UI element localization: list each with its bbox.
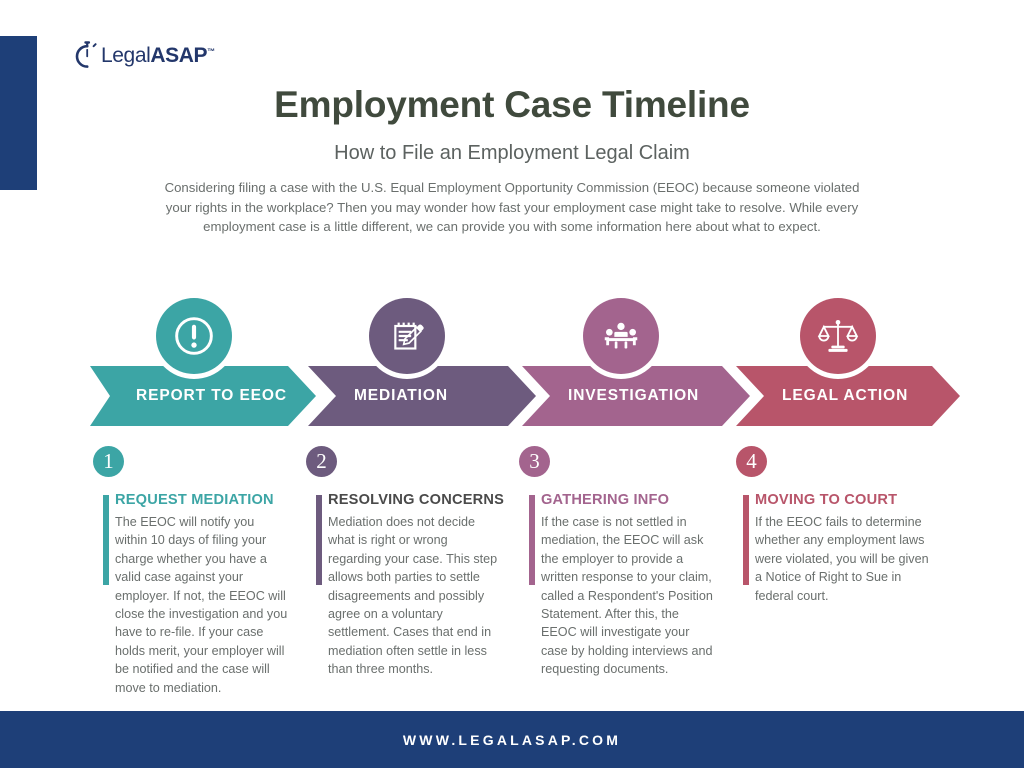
meeting-table-icon: [583, 298, 659, 374]
step-number-badge-4: 4: [736, 446, 767, 477]
step-column-2: RESOLVING CONCERNS Mediation does not de…: [316, 492, 505, 679]
notepad-pencil-icon: [369, 298, 445, 374]
legalasap-logo: LegalASAP™: [74, 40, 215, 70]
timeline-band: REPORT TO EEOC MEDIATION: [0, 298, 1024, 433]
navy-accent-block: [0, 36, 37, 190]
column-accent-bar-1: [103, 495, 109, 585]
footer-website[interactable]: WWW.LEGALASAP.COM: [402, 731, 622, 748]
logo-text-light: Legal: [101, 43, 151, 67]
step-heading-3: GATHERING INFO: [541, 492, 670, 508]
chevron-label-3: INVESTIGATION: [568, 387, 700, 404]
step-heading-1: REQUEST MEDIATION: [115, 492, 274, 508]
step-icon-wrap-1: [156, 298, 232, 374]
page-subtitle: How to File an Employment Legal Claim: [334, 142, 690, 164]
step-body-3: If the case is not settled in mediation,…: [541, 515, 713, 677]
page-title: Employment Case Timeline: [274, 84, 750, 125]
step-body-2: Mediation does not decide what is right …: [328, 515, 498, 677]
logo-wordmark: LegalASAP™: [101, 45, 215, 66]
trademark-symbol: ™: [207, 46, 215, 56]
logo-text-bold: ASAP: [150, 43, 208, 67]
column-accent-bar-2: [316, 495, 322, 585]
scales-of-justice-icon: [800, 298, 876, 374]
stopwatch-icon: [74, 41, 100, 69]
step-body-4: If the EEOC fails to determine whether a…: [755, 515, 929, 603]
intro-paragraph: Considering filing a case with the U.S. …: [164, 180, 860, 234]
exclamation-circle-icon: [156, 298, 232, 374]
chevron-label-2: MEDIATION: [354, 387, 448, 404]
step-heading-4: MOVING TO COURT: [755, 492, 898, 508]
step-icon-wrap-3: [583, 298, 659, 374]
step-icon-wrap-4: [800, 298, 876, 374]
chevron-step-3: INVESTIGATION: [522, 366, 750, 426]
chevron-step-4: LEGAL ACTION: [736, 366, 960, 426]
step-number-badge-1: 1: [93, 446, 124, 477]
step-column-4: MOVING TO COURT If the EEOC fails to det…: [743, 492, 929, 605]
step-body-1: The EEOC will notify you within 10 days …: [115, 515, 288, 695]
step-icon-wrap-2: [369, 298, 445, 374]
chevron-label-4: LEGAL ACTION: [782, 387, 909, 404]
step-number-badge-3: 3: [519, 446, 550, 477]
column-accent-bar-3: [529, 495, 535, 585]
chevron-step-1: REPORT TO EEOC: [90, 366, 316, 426]
footer-bar: WWW.LEGALASAP.COM: [0, 711, 1024, 768]
column-accent-bar-4: [743, 495, 749, 585]
step-column-1: REQUEST MEDIATION The EEOC will notify y…: [103, 492, 289, 697]
step-column-3: GATHERING INFO If the case is not settle…: [529, 492, 715, 679]
step-heading-2: RESOLVING CONCERNS: [328, 492, 505, 508]
chevron-label-1: REPORT TO EEOC: [136, 387, 287, 404]
chevron-step-2: MEDIATION: [308, 366, 536, 426]
step-number-badge-2: 2: [306, 446, 337, 477]
